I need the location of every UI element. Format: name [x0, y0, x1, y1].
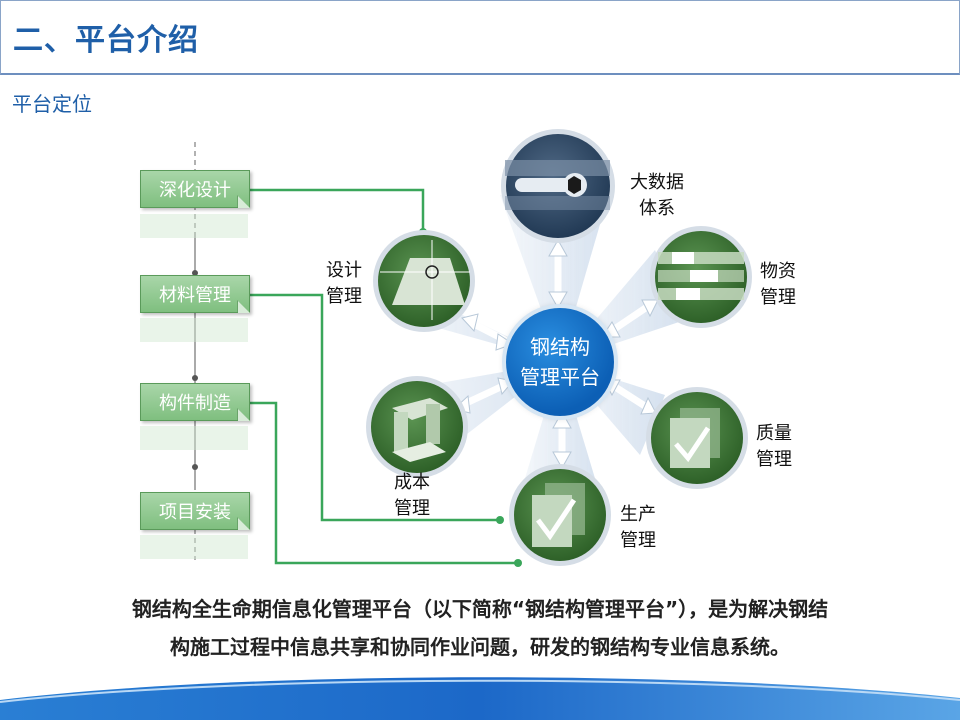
cost-node	[366, 376, 468, 478]
bigdata-label: 大数据 体系	[630, 170, 684, 222]
step-box-component-manufacturing: 构件制造	[140, 383, 250, 421]
central-platform-hub: 钢结构 管理平台	[506, 308, 614, 416]
platform-description: 钢结构全生命期信息化管理平台（以下简称“钢结构管理平台”），是为解决钢结 构施工…	[40, 590, 920, 666]
box-reflection	[140, 426, 248, 450]
quality-label: 质量 管理	[756, 421, 792, 473]
page-title: 二、平台介绍	[13, 23, 199, 58]
box-reflection	[140, 318, 248, 342]
quality-node	[646, 387, 748, 489]
cost-label-line1: 成本	[394, 472, 430, 493]
materials-label: 物资 管理	[760, 259, 796, 311]
design-node	[373, 230, 475, 332]
quality-label-line2: 管理	[756, 449, 792, 470]
bigdata-node	[501, 129, 615, 243]
step-box-material-management: 材料管理	[140, 275, 250, 313]
materials-node	[650, 226, 752, 328]
description-line1: 钢结构全生命期信息化管理平台（以下简称“钢结构管理平台”），是为解决钢结	[131, 597, 829, 621]
box-reflection	[140, 214, 248, 238]
title-bar: 二、平台介绍	[0, 0, 960, 75]
design-label: 设计 管理	[326, 258, 362, 310]
section-subtitle: 平台定位	[12, 92, 92, 116]
step-box-project-installation: 项目安装	[140, 492, 250, 530]
hub-label-line1: 钢结构	[530, 335, 590, 359]
production-node	[509, 464, 611, 566]
cost-label: 成本 管理	[394, 470, 430, 522]
production-label: 生产 管理	[620, 502, 656, 554]
bigdata-label-line2: 体系	[639, 198, 675, 219]
step-box-detailed-design: 深化设计	[140, 170, 250, 208]
design-label-line2: 管理	[326, 286, 362, 307]
timeline-dot	[192, 375, 198, 381]
bigdata-label-line1: 大数据	[630, 172, 684, 193]
quality-label-line1: 质量	[756, 423, 792, 444]
materials-label-line2: 管理	[760, 287, 796, 308]
timeline-dot	[192, 464, 198, 470]
materials-label-line1: 物资	[760, 261, 796, 282]
description-line2: 构施工过程中信息共享和协同作业问题，研发的钢结构专业信息系统。	[170, 635, 790, 659]
box-reflection	[140, 535, 248, 559]
production-label-line1: 生产	[620, 504, 656, 525]
cost-label-line2: 管理	[394, 498, 430, 519]
production-label-line2: 管理	[620, 530, 656, 551]
hub-label-line2: 管理平台	[520, 365, 600, 389]
connector-end	[514, 559, 522, 567]
design-label-line1: 设计	[326, 260, 362, 281]
connector-end	[496, 516, 504, 524]
connectors	[248, 188, 518, 565]
footer-wave	[0, 677, 960, 720]
